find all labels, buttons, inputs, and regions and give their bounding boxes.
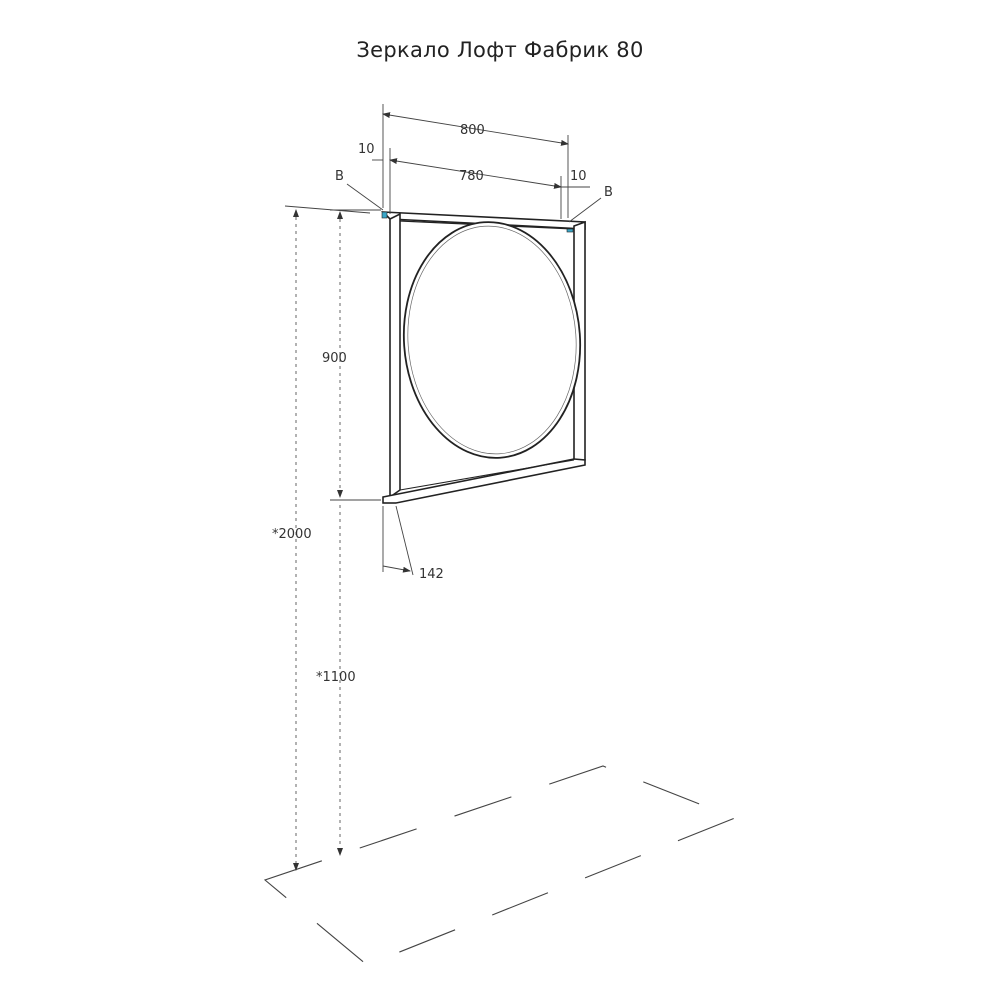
drawing-title: Зеркало Лофт Фабрик 80	[356, 38, 644, 62]
round-mirror	[402, 221, 582, 459]
floor-plane	[263, 765, 737, 966]
label-width-inner: 780	[459, 169, 484, 184]
label-mount-top: *2000	[272, 527, 312, 542]
bottom-shelf	[382, 458, 586, 504]
label-depth: 142	[419, 567, 444, 582]
right-mount-point	[566, 228, 574, 233]
dim-line-800	[382, 112, 569, 146]
callout-right: B	[604, 185, 613, 200]
callout-left: B	[335, 169, 344, 184]
mirror-frame	[380, 211, 586, 504]
label-height: 900	[322, 351, 347, 366]
label-mount-bottom: *1100	[316, 670, 356, 685]
label-offset-right: 10	[570, 169, 587, 184]
left-mount-point	[381, 211, 388, 219]
dim-line-142	[382, 565, 411, 573]
label-offset-left: 10	[358, 142, 375, 157]
label-width-total: 800	[460, 123, 485, 138]
dim-line-780	[389, 158, 562, 189]
